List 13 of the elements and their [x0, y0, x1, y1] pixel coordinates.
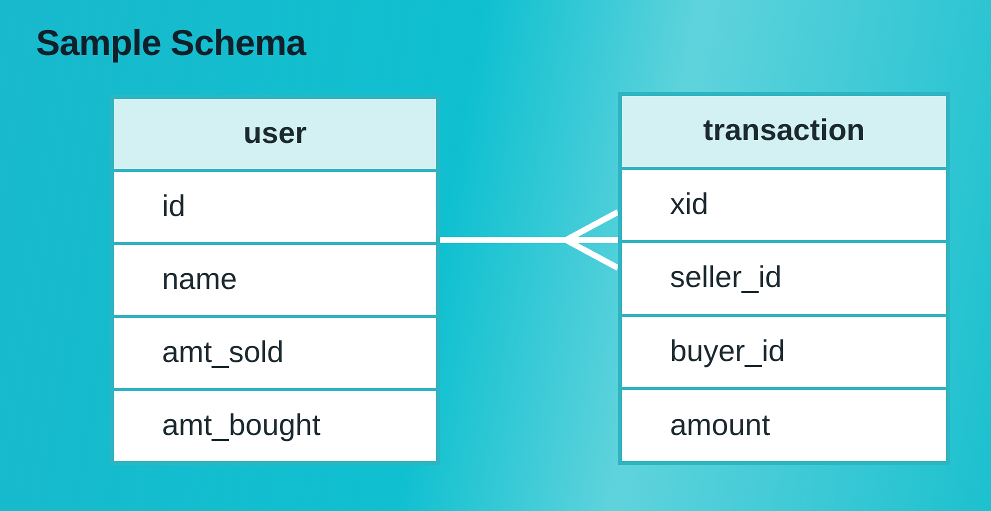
field-name: seller_id — [622, 243, 946, 314]
field-name: amount — [622, 390, 946, 461]
entity-table — [618, 92, 950, 465]
entity-table — [110, 95, 440, 465]
diagram-title: Sample Schema — [36, 22, 306, 64]
table-header: user — [114, 99, 436, 169]
field-name: amt_bought — [114, 391, 436, 461]
field-name: id — [114, 172, 436, 242]
field-name: buyer_id — [622, 316, 946, 388]
field-name: xid — [622, 170, 946, 240]
table-header: transaction — [622, 96, 946, 167]
field-name: name — [114, 245, 436, 315]
field-name: amt_sold — [114, 318, 436, 388]
